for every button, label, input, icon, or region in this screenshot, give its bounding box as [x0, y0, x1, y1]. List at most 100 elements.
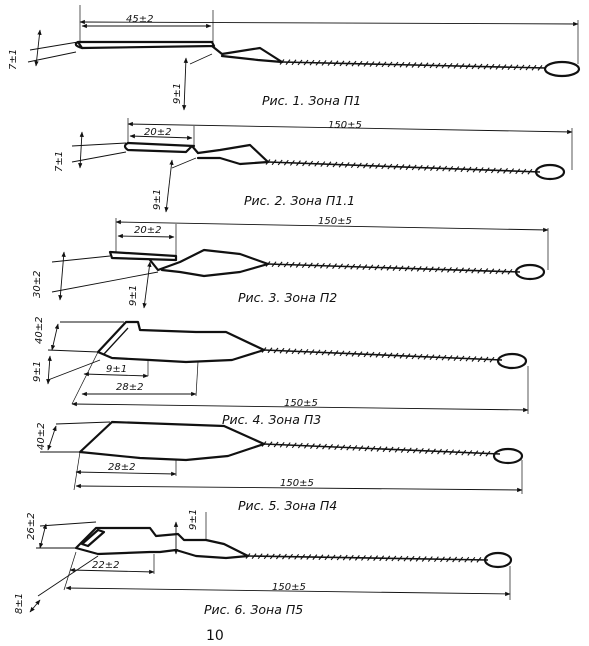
twist-mark — [369, 61, 375, 67]
dim-label: 30±2 — [32, 271, 43, 298]
figure-5-part — [78, 420, 524, 465]
twist-mark — [465, 355, 471, 362]
twist-mark — [289, 261, 295, 268]
twist-mark — [326, 161, 332, 168]
twist-mark — [285, 348, 291, 354]
twist-mark — [509, 168, 515, 174]
twist-mark — [330, 554, 336, 561]
twist-mark — [399, 164, 405, 170]
twist-mark — [373, 555, 379, 561]
twist-mark — [315, 59, 321, 66]
twist-mark — [332, 161, 338, 168]
figure-1-part — [74, 40, 581, 78]
twist-mark — [387, 61, 393, 68]
twist-mark — [309, 443, 315, 449]
twist-mark — [358, 445, 364, 452]
twist-mark — [348, 554, 354, 561]
dim-label: 28±2 — [108, 462, 135, 473]
twist-mark — [527, 168, 533, 175]
twist-mark — [423, 354, 429, 360]
twist-mark — [531, 64, 537, 71]
twist-mark — [466, 166, 472, 173]
twist-mark — [279, 59, 285, 65]
twist-mark — [356, 264, 362, 270]
twist-mark — [406, 447, 412, 454]
twist-mark — [454, 166, 460, 172]
twist-mark — [405, 62, 411, 68]
twist-mark — [362, 264, 368, 270]
dim-label: 28±2 — [116, 382, 143, 393]
twist-mark — [427, 556, 433, 562]
twist-mark — [338, 161, 344, 168]
twist-mark — [283, 261, 289, 268]
dim-label: 7±1 — [8, 49, 19, 70]
twist-mark — [289, 160, 295, 166]
twist-mark — [303, 348, 309, 355]
twist-mark — [467, 450, 473, 456]
twist-mark — [417, 62, 423, 68]
twist-mark — [352, 445, 358, 451]
twist-mark — [489, 268, 495, 275]
dim-label: 26±2 — [26, 513, 37, 540]
figure-4-part — [96, 320, 528, 370]
twist-mark — [391, 555, 397, 562]
twist-mark — [313, 262, 319, 269]
twist-mark — [333, 350, 339, 356]
twist-mark — [344, 162, 350, 168]
twist-mark — [485, 450, 491, 457]
twist-mark — [351, 351, 357, 357]
twist-mark — [387, 163, 393, 170]
twist-mark — [421, 556, 427, 562]
twist-mark — [340, 444, 346, 451]
twist-mark — [478, 167, 484, 173]
twist-mark — [465, 63, 471, 70]
twist-mark — [381, 163, 387, 170]
figure-3-part — [108, 248, 546, 281]
twist-mark — [263, 553, 269, 560]
figure-4: 40±2 9±1 9±1 28±2 150±5 Рис. 4. Зона П3 — [32, 317, 529, 427]
twist-mark — [453, 355, 459, 362]
twist-mark — [435, 62, 441, 69]
twist-mark — [400, 447, 406, 453]
twist-mark — [345, 350, 351, 357]
twist-mark — [537, 65, 543, 71]
twist-mark — [363, 61, 369, 67]
twist-mark — [282, 553, 287, 560]
twist-mark — [314, 160, 320, 167]
twist-mark — [479, 450, 485, 457]
figure-3: 20±2 150±5 30±2 9±1 Рис. 3. Зона П2 — [32, 216, 549, 309]
figure-2-part — [123, 141, 566, 181]
twist-mark — [441, 354, 447, 361]
twist-mark — [291, 348, 297, 355]
figure-1-dimensions — [27, 5, 579, 111]
dim-label: 150±5 — [328, 120, 362, 131]
twist-mark — [423, 165, 429, 171]
twist-mark — [412, 447, 418, 454]
twist-mark — [350, 162, 356, 169]
twist-mark — [472, 166, 478, 173]
twist-mark — [339, 350, 345, 357]
twist-mark — [385, 555, 391, 562]
twist-mark — [443, 449, 449, 455]
twist-mark — [265, 261, 271, 267]
twist-mark — [507, 268, 513, 275]
twist-mark — [277, 261, 283, 268]
figure-2-dimensions — [71, 118, 573, 213]
twist-mark — [465, 267, 471, 274]
dim-label: 40±2 — [34, 317, 45, 344]
page-number: 10 — [206, 628, 224, 644]
twist-mark — [346, 444, 352, 451]
twist-mark — [336, 554, 342, 561]
dim-label: 40±2 — [36, 423, 47, 450]
twist-mark — [273, 347, 279, 354]
figure-6-part — [74, 526, 513, 569]
twist-mark — [515, 168, 521, 175]
twist-mark — [497, 167, 502, 174]
twist-mark — [461, 449, 467, 456]
twist-mark — [411, 164, 417, 171]
twist-mark — [477, 356, 483, 363]
dim-label: 150±5 — [280, 478, 314, 489]
twist-mark — [350, 263, 356, 270]
